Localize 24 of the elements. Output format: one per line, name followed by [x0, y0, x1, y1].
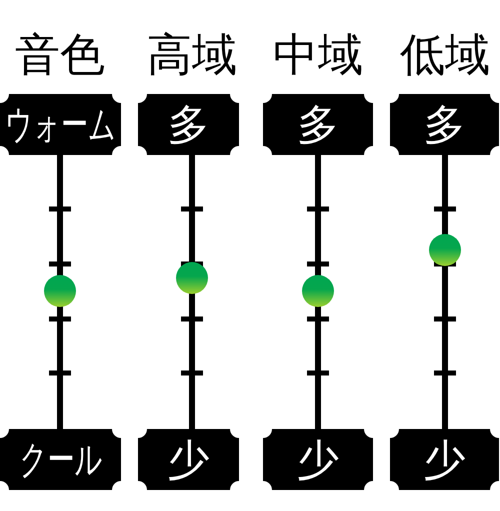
label-plaque [390, 94, 499, 155]
slider-track [189, 155, 195, 429]
slider-track [442, 155, 448, 429]
plaque-text: ウォーム [5, 104, 116, 144]
label-plaque [390, 429, 499, 490]
column-heading: 中域 [273, 32, 363, 77]
plaque-text: 少 [297, 438, 339, 480]
label-plaque [138, 94, 239, 155]
column-heading: 高域 [147, 32, 237, 77]
plaque-text: 多 [168, 104, 210, 146]
column-heading: 音色 [15, 32, 105, 77]
label-plaque [263, 429, 373, 490]
label-plaque [263, 94, 373, 155]
label-plaque [0, 94, 121, 155]
plaque-text: クール [19, 440, 102, 480]
plaque-text: 多 [424, 104, 466, 146]
label-plaque [138, 429, 239, 490]
label-plaque [0, 429, 121, 490]
column-heading: 低域 [400, 32, 490, 77]
slider-track [315, 155, 321, 429]
plaque-text: 多 [297, 104, 339, 146]
plaque-text: 少 [168, 438, 210, 480]
plaque-text: 少 [424, 438, 466, 480]
slider-track [57, 155, 63, 429]
